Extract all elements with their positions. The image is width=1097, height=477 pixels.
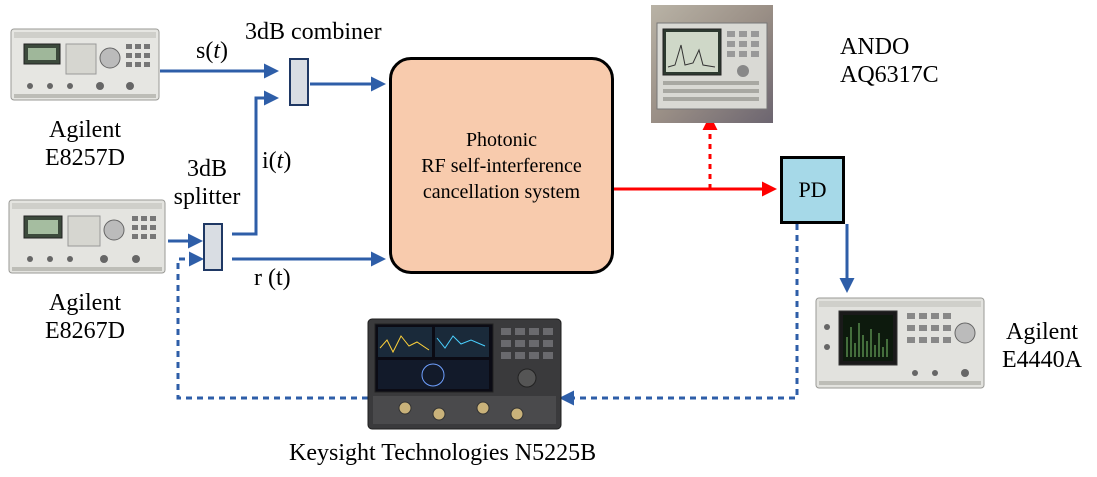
- cancellation-system-box: Photonic RF self-interference cancellati…: [389, 57, 614, 274]
- combiner-block: [289, 58, 309, 106]
- optical-spectrum-analyzer-image: [651, 5, 773, 123]
- electrical-spectrum-analyzer-image: [815, 297, 985, 389]
- vector-network-analyzer-image: [367, 318, 562, 430]
- sg2-label: Agilent E8267D: [45, 290, 125, 344]
- system-line-2: RF self-interference: [421, 154, 582, 177]
- osa-label: ANDO AQ6317C: [840, 34, 939, 88]
- signal-s-label: s(t): [196, 38, 229, 64]
- signal-generator-2-image: [8, 199, 166, 274]
- system-line-1: Photonic: [465, 128, 538, 151]
- vna-label: Keysight Technologies N5225B: [289, 440, 597, 466]
- signal-i-label: i(t): [262, 148, 292, 174]
- splitter-block: [203, 223, 223, 271]
- photodetector-box: PD: [780, 156, 845, 224]
- sg1-label: Agilent E8257D: [45, 117, 125, 171]
- combiner-label: 3dB combiner: [245, 19, 382, 45]
- esa-label: Agilent E4440A: [1002, 319, 1082, 373]
- wire-splitter-to-combiner: [232, 90, 279, 236]
- signal-r-label: r (t): [254, 265, 291, 291]
- system-line-3: cancellation system: [422, 180, 581, 203]
- wire-pd-to-vna: [559, 224, 799, 406]
- pd-label: PD: [798, 177, 827, 202]
- splitter-label: 3dB splitter: [173, 156, 241, 210]
- signal-generator-1-image: [10, 28, 160, 101]
